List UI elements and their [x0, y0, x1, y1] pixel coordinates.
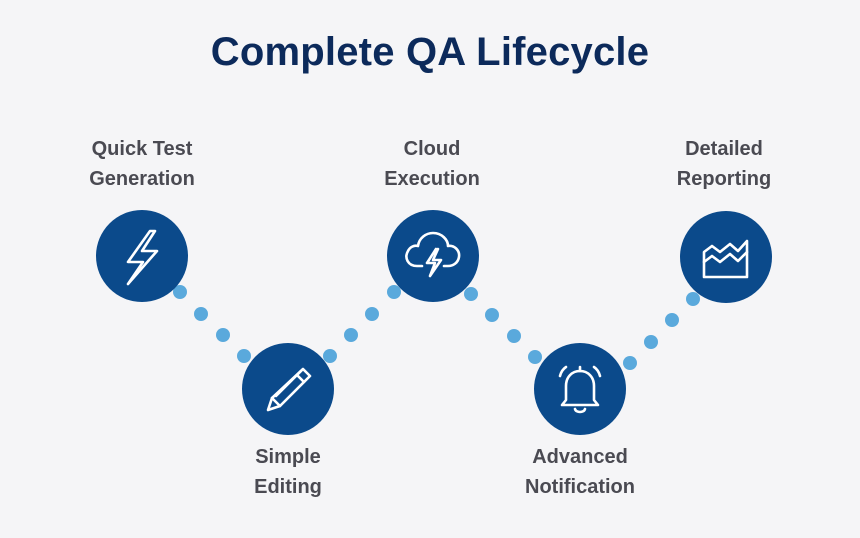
connector-dot	[623, 356, 637, 370]
label-cloud-execution: Cloud Execution	[342, 134, 522, 194]
label-line: Detailed	[685, 138, 763, 160]
label-line: Generation	[89, 168, 195, 190]
cloud-lightning-icon	[405, 231, 461, 278]
label-line: Simple	[255, 446, 321, 468]
connector-dot	[507, 329, 521, 343]
label-detailed-reporting: Detailed Reporting	[634, 134, 814, 194]
pencil-icon	[266, 367, 312, 412]
label-line: Quick Test	[91, 138, 193, 160]
step-cloud-execution	[387, 210, 479, 302]
label-line: Notification	[525, 476, 635, 498]
diagram-title: Complete QA Lifecycle	[210, 30, 650, 74]
connector-dot	[665, 313, 679, 327]
connector-dot	[464, 287, 478, 301]
step-circle	[96, 210, 188, 302]
step-circle	[534, 343, 626, 435]
label-line: Advanced	[532, 446, 628, 468]
connector-dot	[387, 285, 401, 299]
label-line: Editing	[254, 476, 322, 498]
label-advanced-notification: Advanced Notification	[490, 442, 670, 502]
connector-dot	[194, 307, 208, 321]
connector-dot	[365, 307, 379, 321]
connector-dot	[323, 349, 337, 363]
step-detailed-reporting	[680, 211, 772, 303]
label-line: Execution	[384, 168, 480, 190]
area-chart-icon	[702, 239, 749, 279]
label-line: Reporting	[676, 168, 772, 190]
connector-dot	[216, 328, 230, 342]
connector-dots	[173, 285, 700, 370]
label-simple-editing: Simple Editing	[198, 442, 378, 502]
step-quick-test-generation	[96, 210, 188, 302]
connector-dot	[485, 308, 499, 322]
connector-dot	[528, 350, 542, 364]
connector-dot	[237, 349, 251, 363]
label-quick-test-generation: Quick Test Generation	[52, 134, 232, 194]
connector-dot	[173, 285, 187, 299]
label-line: Cloud	[403, 138, 461, 160]
step-circle	[242, 343, 334, 435]
connector-dot	[644, 335, 658, 349]
bell-icon	[558, 365, 602, 414]
step-advanced-notification	[534, 343, 626, 435]
connector-dot	[686, 292, 700, 306]
step-simple-editing	[242, 343, 334, 435]
connector-dot	[344, 328, 358, 342]
lightning-bolt-icon	[126, 229, 159, 286]
